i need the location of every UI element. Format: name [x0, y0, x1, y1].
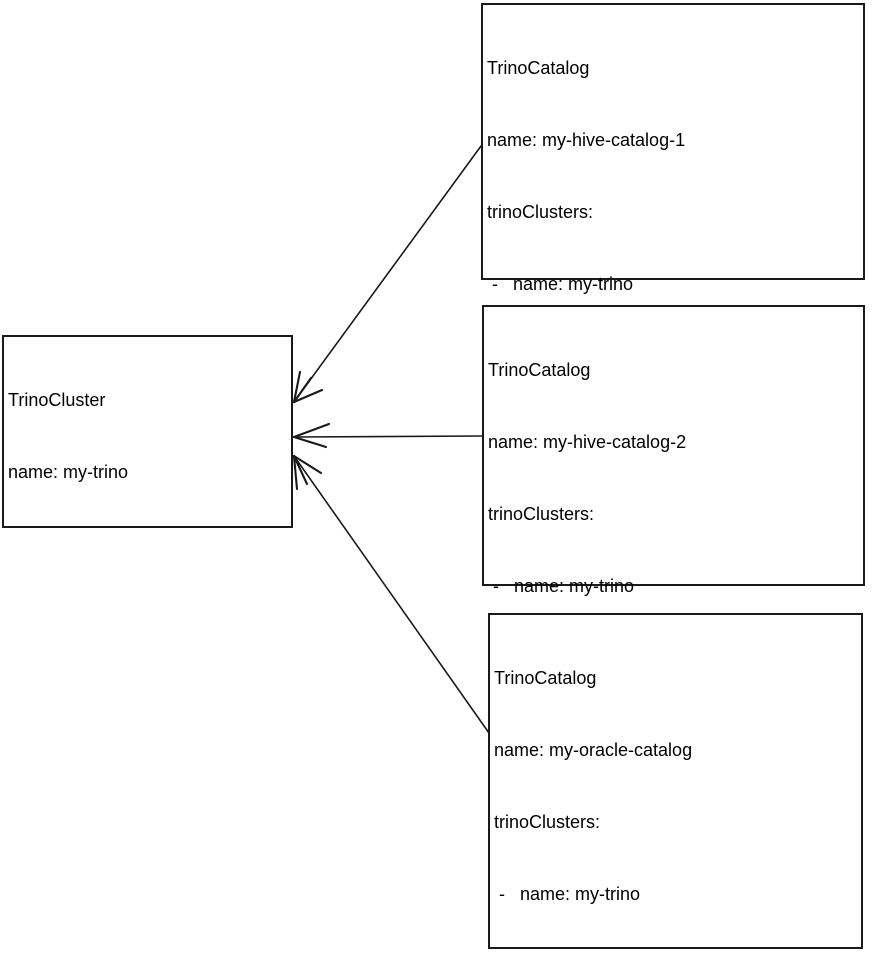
- catalog2-line: trinoClusters:: [488, 504, 595, 524]
- catalog3-line: TrinoCatalog: [494, 668, 597, 688]
- cluster-line: TrinoCluster: [8, 390, 106, 410]
- catalog2-line: name: my-hive-catalog-2: [488, 432, 687, 452]
- cluster-line: name: my-trino: [8, 462, 129, 482]
- catalog1-line: name: my-hive-catalog-1: [487, 130, 686, 150]
- trino-cluster-text: TrinoCluster name: my-trino: [8, 340, 289, 532]
- catalog1-line: - name: my-trino: [487, 274, 634, 294]
- catalog3-line: trinoClusters:: [494, 812, 601, 832]
- trino-catalog-box-hive-1[interactable]: TrinoCatalog name: my-hive-catalog-1 tri…: [481, 3, 865, 654]
- trino-catalog-box-hive-2[interactable]: TrinoCatalog name: my-hive-catalog-2 tri…: [482, 305, 865, 884]
- catalog2-line: - name: my-trino: [488, 576, 635, 596]
- trino-catalog-3-text: TrinoCatalog name: my-oracle-catalog tri…: [494, 618, 859, 954]
- edge-catalog1-to-cluster: [292, 145, 482, 404]
- edge-catalog3-to-cluster: [292, 454, 490, 734]
- catalog2-line: TrinoCatalog: [488, 360, 591, 380]
- catalog3-line: - name: my-trino: [494, 884, 641, 904]
- catalog1-line: trinoClusters:: [487, 202, 594, 222]
- edge-catalog2-to-cluster: [292, 422, 483, 449]
- catalog3-line: name: my-oracle-catalog: [494, 740, 693, 760]
- catalog1-line: TrinoCatalog: [487, 58, 590, 78]
- trino-cluster-box[interactable]: TrinoCluster name: my-trino: [2, 335, 293, 528]
- trino-catalog-box-oracle[interactable]: TrinoCatalog name: my-oracle-catalog tri…: [488, 613, 863, 949]
